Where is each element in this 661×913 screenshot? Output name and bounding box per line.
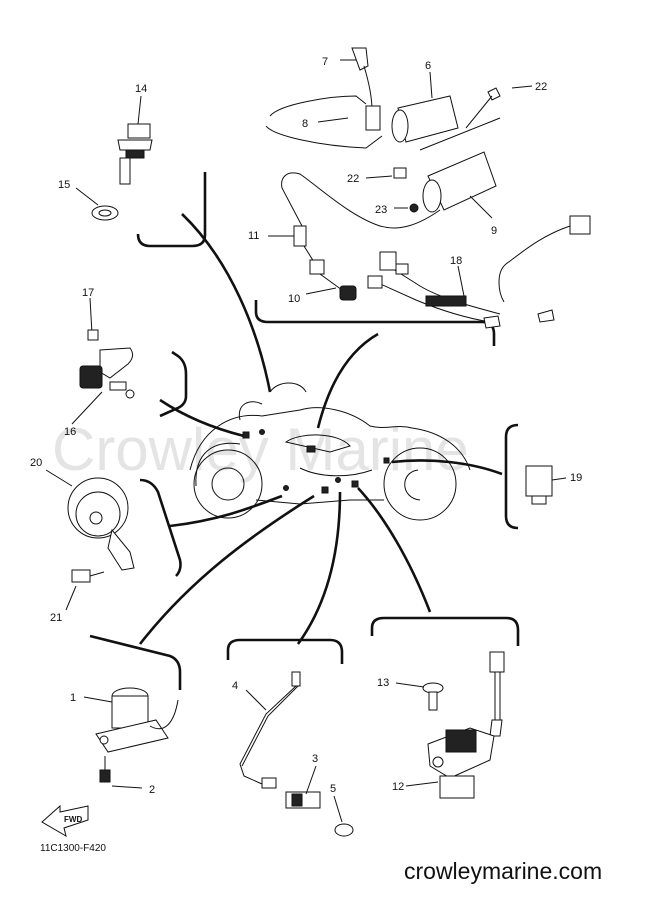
part-sensor-lead bbox=[239, 671, 354, 837]
part-relay bbox=[525, 465, 567, 505]
fwd-arrow: FWD bbox=[41, 804, 89, 838]
part-sensor-16 bbox=[71, 297, 135, 425]
part-pickup-coil bbox=[83, 687, 179, 789]
callout-20: 20 bbox=[30, 457, 42, 469]
callout-4: 4 bbox=[232, 680, 238, 692]
leader-lines bbox=[138, 213, 503, 645]
callout-22-mid: 22 bbox=[347, 173, 359, 185]
callout-labels: 1 2 3 4 5 6 7 8 9 10 11 12 13 14 15 16 1… bbox=[30, 56, 582, 796]
callout-3: 3 bbox=[312, 753, 318, 765]
callout-18: 18 bbox=[450, 255, 462, 267]
callout-11: 11 bbox=[248, 230, 259, 242]
callout-8: 8 bbox=[302, 118, 308, 130]
callout-9: 9 bbox=[491, 225, 497, 237]
callout-19: 19 bbox=[570, 472, 582, 484]
part-thermo-switch bbox=[75, 95, 153, 221]
callout-5: 5 bbox=[330, 783, 336, 795]
fwd-label: FWD bbox=[64, 815, 82, 824]
callout-6: 6 bbox=[425, 60, 431, 72]
part-horn bbox=[45, 469, 135, 611]
callout-13: 13 bbox=[377, 677, 389, 689]
callout-12: 12 bbox=[392, 781, 404, 793]
site-url[interactable]: crowleymarine.com bbox=[404, 858, 602, 884]
callout-15: 15 bbox=[58, 179, 70, 191]
callout-1: 1 bbox=[70, 692, 76, 704]
part-ignition-coils bbox=[265, 47, 533, 301]
callout-16: 16 bbox=[64, 426, 76, 438]
callout-23: 23 bbox=[375, 204, 387, 216]
callout-2: 2 bbox=[149, 784, 155, 796]
drawing-code: 11C1300-F420 bbox=[40, 843, 106, 854]
callout-21: 21 bbox=[50, 612, 62, 624]
part-speed-sensor bbox=[395, 651, 505, 799]
callout-10: 10 bbox=[288, 293, 300, 305]
callout-7: 7 bbox=[322, 56, 328, 68]
callout-14: 14 bbox=[135, 83, 147, 95]
callout-22-top: 22 bbox=[535, 81, 547, 93]
part-wire-harness bbox=[367, 215, 591, 329]
callout-17: 17 bbox=[82, 287, 94, 299]
